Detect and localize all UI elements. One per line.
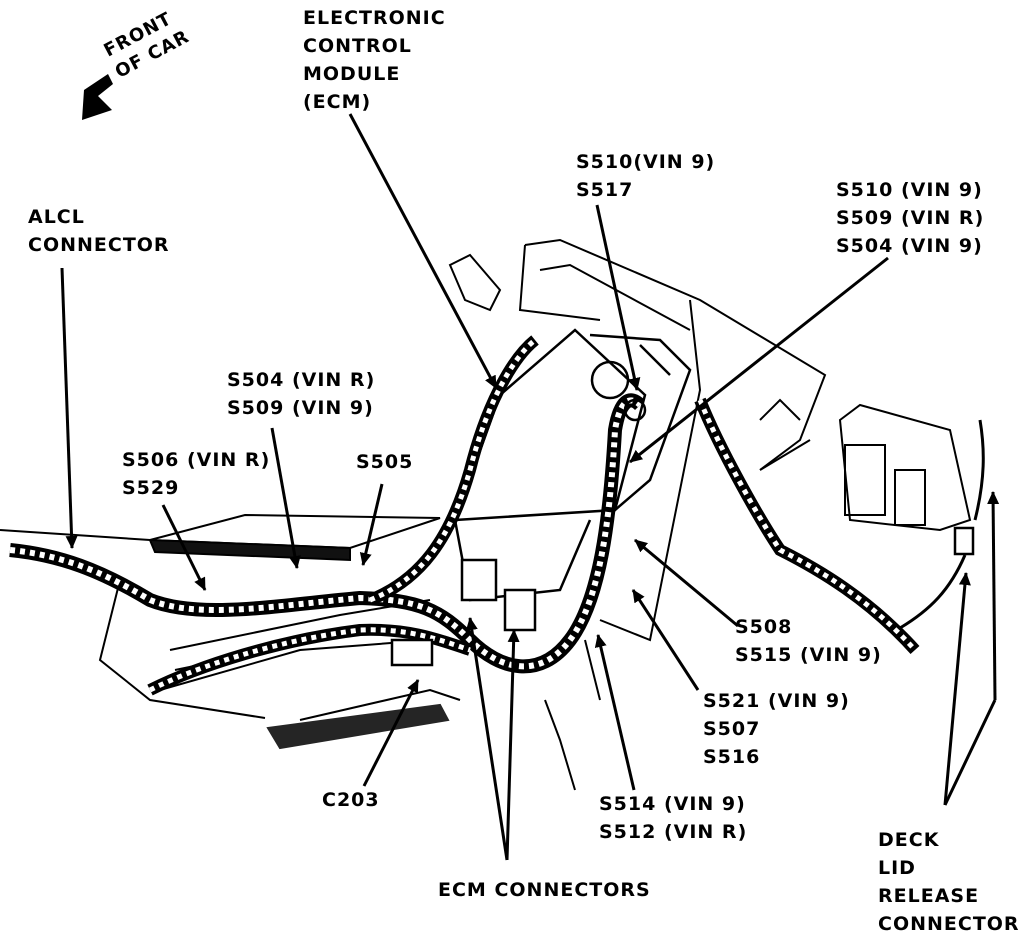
deck-lid-release-connector-label: DECK LID RELEASE CONNECTOR bbox=[878, 826, 1020, 938]
front-of-car-arrow bbox=[82, 74, 113, 120]
ecm-arrow bbox=[348, 113, 498, 389]
s508-s515-label: S508 S515 (VIN 9) bbox=[735, 613, 882, 669]
s510-s509-s504-line-2: S509 (VIN R) bbox=[836, 207, 985, 229]
s506-s529-line-2: S529 bbox=[122, 477, 180, 499]
s510-s509-s504-label: S510 (VIN 9) S509 (VIN R) S504 (VIN 9) bbox=[836, 176, 984, 260]
deck-lid-line-3: RELEASE bbox=[878, 885, 980, 907]
deck-lid-arrow-1 bbox=[943, 572, 971, 806]
s521-s507-s516-line-1: S521 (VIN 9) bbox=[703, 690, 850, 712]
s510-s517-label: S510(VIN 9) S517 bbox=[576, 148, 715, 204]
s514-s512-line-1: S514 (VIN 9) bbox=[599, 793, 746, 815]
rear-panel bbox=[448, 238, 972, 642]
s504-s509-line-2: S509 (VIN 9) bbox=[227, 397, 374, 419]
deck-lid-arrow-2 bbox=[987, 491, 1000, 701]
c203-label: C203 bbox=[322, 786, 380, 814]
ecm-label: ELECTRONIC CONTROL MODULE (ECM) bbox=[303, 4, 446, 116]
ecm-label-line-1: ELECTRONIC bbox=[303, 7, 446, 29]
deck-lid-line-2: LID bbox=[878, 857, 916, 879]
s510-s517-arrow bbox=[595, 204, 641, 391]
callout-arrows bbox=[60, 113, 1000, 861]
alcl-line-2: CONNECTOR bbox=[28, 234, 170, 256]
ecm-label-line-4: (ECM) bbox=[303, 91, 372, 113]
s505-line-1: S505 bbox=[356, 451, 414, 473]
s510-s509-s504-line-3: S504 (VIN 9) bbox=[836, 235, 983, 257]
wiring-harness bbox=[9, 335, 985, 696]
s510-s509-s504-arrow bbox=[629, 256, 889, 464]
s508-s515-arrow bbox=[634, 538, 739, 628]
s506-s529-label: S506 (VIN R) S529 bbox=[122, 446, 270, 502]
s521-arrow bbox=[631, 589, 700, 691]
ecm-label-line-2: CONTROL bbox=[303, 35, 412, 57]
s514-s512-label: S514 (VIN 9) S512 (VIN R) bbox=[599, 790, 747, 846]
s521-s507-s516-line-3: S516 bbox=[703, 746, 761, 768]
c203-line-1: C203 bbox=[322, 789, 380, 811]
alcl-arrow bbox=[60, 267, 78, 549]
s521-s507-s516-label: S521 (VIN 9) S507 S516 bbox=[703, 687, 850, 771]
ecm-connector-arrow-1 bbox=[465, 617, 509, 861]
s506-s529-arrow bbox=[161, 504, 207, 591]
s514-s512-line-2: S512 (VIN R) bbox=[599, 821, 748, 843]
alcl-line-1: ALCL bbox=[28, 206, 85, 228]
ecm-connectors-line-1: ECM CONNECTORS bbox=[438, 879, 651, 901]
s508-s515-line-1: S508 bbox=[735, 616, 793, 638]
s510-s517-line-1: S510(VIN 9) bbox=[576, 151, 716, 173]
s504-s509-line-1: S504 (VIN R) bbox=[227, 369, 376, 391]
s521-s507-s516-line-2: S507 bbox=[703, 718, 761, 740]
ecm-connectors-label: ECM CONNECTORS bbox=[438, 876, 651, 904]
s510-s517-line-2: S517 bbox=[576, 179, 634, 201]
s510-s509-s504-line-1: S510 (VIN 9) bbox=[836, 179, 983, 201]
deck-lid-leader bbox=[943, 699, 997, 806]
ecm-label-line-3: MODULE bbox=[303, 63, 401, 85]
s505-label: S505 bbox=[356, 448, 413, 476]
deck-lid-line-1: DECK bbox=[878, 829, 940, 851]
deck-lid-line-4: CONNECTOR bbox=[878, 913, 1020, 935]
s504-s509-arrow bbox=[270, 427, 301, 569]
s506-s529-line-1: S506 (VIN R) bbox=[122, 449, 271, 471]
c203-arrow bbox=[362, 679, 420, 787]
s505-arrow bbox=[359, 483, 384, 566]
alcl-connector-label: ALCL CONNECTOR bbox=[28, 203, 170, 259]
ecm-connector-arrow-2 bbox=[505, 629, 520, 861]
s514-s512-arrow bbox=[594, 634, 636, 791]
s504-s509-label: S504 (VIN R) S509 (VIN 9) bbox=[227, 366, 375, 422]
s508-s515-line-2: S515 (VIN 9) bbox=[735, 644, 882, 666]
